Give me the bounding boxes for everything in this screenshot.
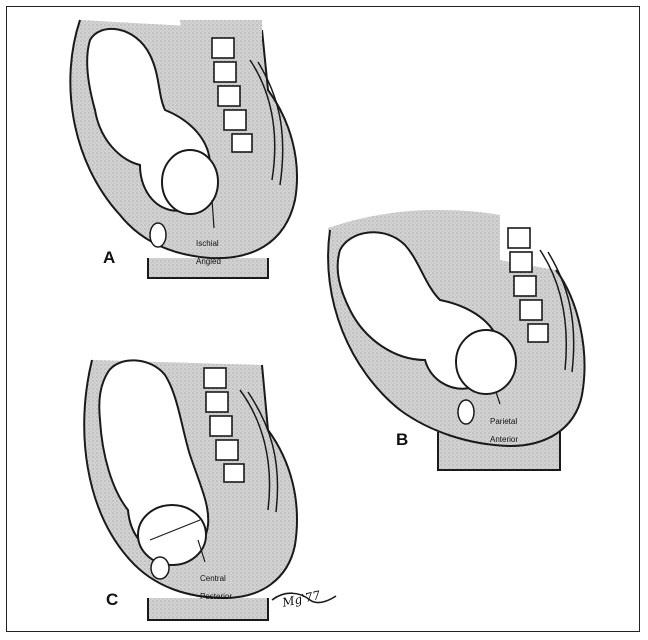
panel-label-c: C (106, 590, 118, 610)
panel-c-callout-line2: Posterior (200, 592, 232, 601)
panel-label-b: B (396, 430, 408, 450)
panel-a-drawing (70, 20, 297, 278)
panel-b-callout: Parietal Anterior (490, 408, 518, 453)
panel-b-callout-line2: Anterior (490, 435, 518, 444)
panel-label-a: A (103, 248, 115, 268)
panel-c-callout-line1: Central (200, 574, 232, 583)
panel-a-callout-line1: Ischial (196, 239, 221, 248)
panel-a-callout: Ischial Angled (196, 230, 221, 275)
panel-b-drawing (328, 210, 584, 470)
panel-c-drawing (84, 360, 297, 620)
panel-a-callout-line2: Angled (196, 257, 221, 266)
panel-c-callout: Central Posterior (200, 565, 232, 610)
panel-b-callout-line1: Parietal (490, 417, 518, 426)
